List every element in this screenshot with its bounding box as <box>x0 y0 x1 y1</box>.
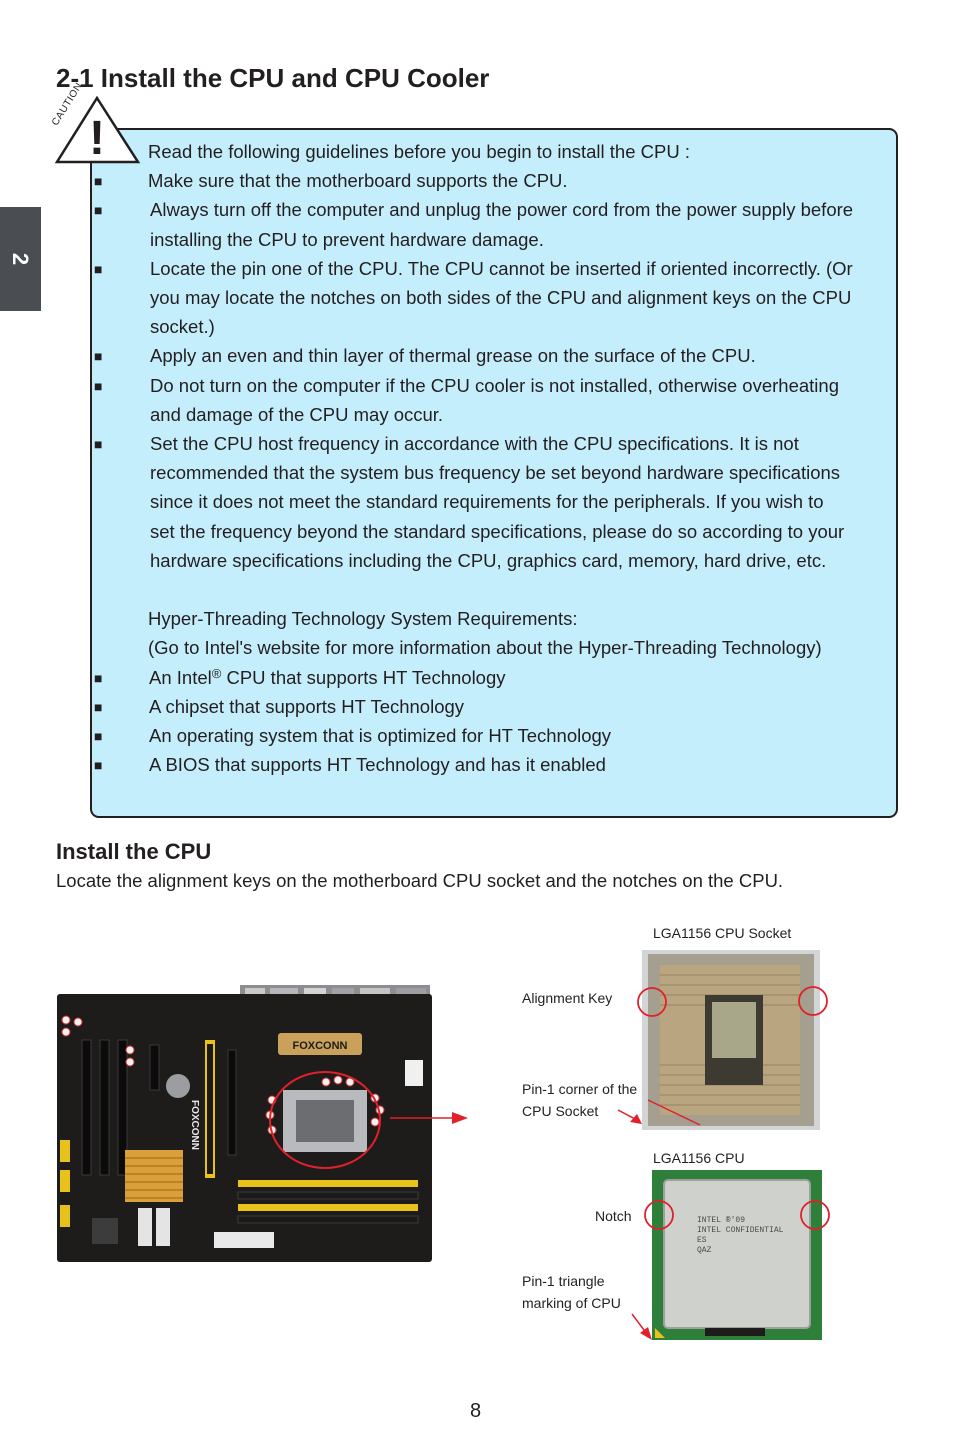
guideline-text: socket.) <box>150 316 215 338</box>
ht-heading: Hyper-Threading Technology System Requir… <box>148 608 578 630</box>
guideline-text: Set the CPU host frequency in accordance… <box>150 433 799 454</box>
guideline-bullet: ■ <box>94 260 103 277</box>
svg-text:!: ! <box>89 112 105 165</box>
board-brand-vertical: FOXCONN <box>189 1100 200 1150</box>
guideline-text: Apply an even and thin layer of thermal … <box>150 345 756 367</box>
socket-label: LGA1156 CPU Socket <box>653 925 792 941</box>
caution-box <box>90 128 898 818</box>
notch-label: Notch <box>595 1208 632 1224</box>
caution-intro: Read the following guidelines before you… <box>148 141 690 162</box>
registered-mark: ® <box>211 665 222 681</box>
ht-bullet: ■ <box>94 698 103 715</box>
cpu-print-4: QAZ <box>697 1246 712 1255</box>
ht-requirement: A chipset that supports HT Technology <box>149 696 464 718</box>
guideline-text: recommended that the system bus frequenc… <box>150 462 841 484</box>
ht-requirement: A BIOS that supports HT Technology and h… <box>149 754 606 776</box>
ht-requirement-text: An Intel <box>149 666 212 688</box>
guideline-text: installing the CPU to prevent hardware d… <box>150 228 544 250</box>
cpu-print-3: ES <box>697 1236 707 1245</box>
caution-triangle-icon: ! <box>54 96 141 165</box>
ht-requirement-text: A BIOS that supports HT Technology and h… <box>149 754 606 776</box>
guideline-bullet: ■ <box>94 377 103 394</box>
section-text: Locate the alignment keys on the motherb… <box>56 870 784 891</box>
cpu-label: LGA1156 CPU <box>653 1150 745 1166</box>
cpu-print-1: INTEL ®'09 <box>697 1216 745 1225</box>
guideline-text: and damage of the CPU may occur. <box>150 403 444 425</box>
pin1-corner-label-line1: Pin-1 corner of the <box>522 1081 638 1097</box>
guideline-text: hardware specifications including the CP… <box>150 549 827 571</box>
guideline-bullet: ■ <box>94 436 103 452</box>
ht-bullet: ■ <box>94 757 103 774</box>
ht-requirement: An Intel® CPU that supports HT Technolog… <box>149 667 506 689</box>
guideline-text: Do not turn on the computer if the CPU c… <box>150 374 839 396</box>
pin1-triangle-label-line2: marking of CPU <box>522 1295 621 1311</box>
guideline-text: Locate the pin one of the CPU. The CPU c… <box>150 257 853 279</box>
pin1-triangle-label-line1: Pin-1 triangle <box>522 1273 605 1289</box>
chapter-tab: 2 <box>0 207 41 311</box>
guideline-text: Always turn off the computer and unplug … <box>150 199 854 221</box>
ht-bullet: ■ <box>94 728 103 744</box>
guideline-bullet: ■ <box>94 202 103 219</box>
alignment-key-label: Alignment Key <box>522 990 613 1006</box>
ht-note: (Go to Intel's website for more informat… <box>148 637 822 659</box>
section-heading: Install the CPU <box>56 839 212 864</box>
cpu-print-2: INTEL CONFIDENTIAL <box>697 1226 784 1235</box>
pin1-corner-label-line2: CPU Socket <box>522 1103 599 1119</box>
ht-requirement: An operating system that is optimized fo… <box>149 725 611 747</box>
page-title: 2-1 Install the CPU and CPU Cooler <box>56 63 490 93</box>
ht-requirement-text: CPU that supports HT Technology <box>221 666 506 688</box>
page-number: 8 <box>470 1400 482 1422</box>
ht-requirement-text: A chipset that supports HT Technology <box>149 695 465 717</box>
guideline-text: since it does not meet the standard requ… <box>150 491 824 513</box>
board-brand: FOXCONN <box>293 1040 348 1052</box>
guideline-bullet: ■ <box>94 348 103 365</box>
guideline-text: set the frequency beyond the standard sp… <box>150 520 845 542</box>
guideline-bullet: ■ <box>94 173 103 190</box>
ht-requirement-text: An operating system that is optimized fo… <box>149 725 612 746</box>
guideline-text: you may locate the notches on both sides… <box>150 287 852 308</box>
ht-bullet: ■ <box>94 669 103 686</box>
guideline-text: Make sure that the motherboard supports … <box>148 170 568 192</box>
